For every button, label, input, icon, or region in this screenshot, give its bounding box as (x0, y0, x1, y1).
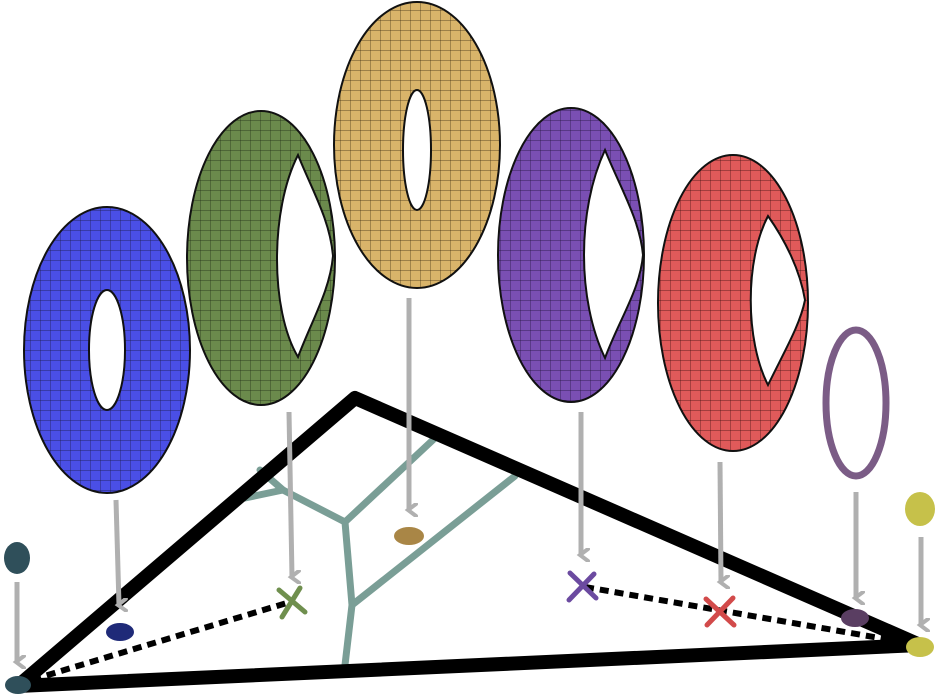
down-arrow-icon (720, 461, 721, 582)
torus-surface-icon (186, 110, 336, 406)
x-mark-icon (566, 570, 599, 603)
torus-surface-icon (23, 206, 191, 494)
torus-surface-icon (657, 154, 809, 452)
down-arrow-icon (286, 411, 292, 577)
arrows (17, 298, 921, 662)
circle-ring-icon (822, 326, 890, 480)
torus-surface-icon (497, 107, 645, 403)
tree-graph (241, 434, 519, 669)
filled-ellipse-icon (4, 492, 935, 694)
triangle-outline (11, 391, 927, 693)
x-mark-icon (276, 585, 308, 620)
x-mark-icon (703, 595, 737, 628)
dotted-segments (17, 584, 921, 687)
torus-surface-icon (333, 1, 501, 289)
down-arrow-icon (113, 499, 119, 605)
